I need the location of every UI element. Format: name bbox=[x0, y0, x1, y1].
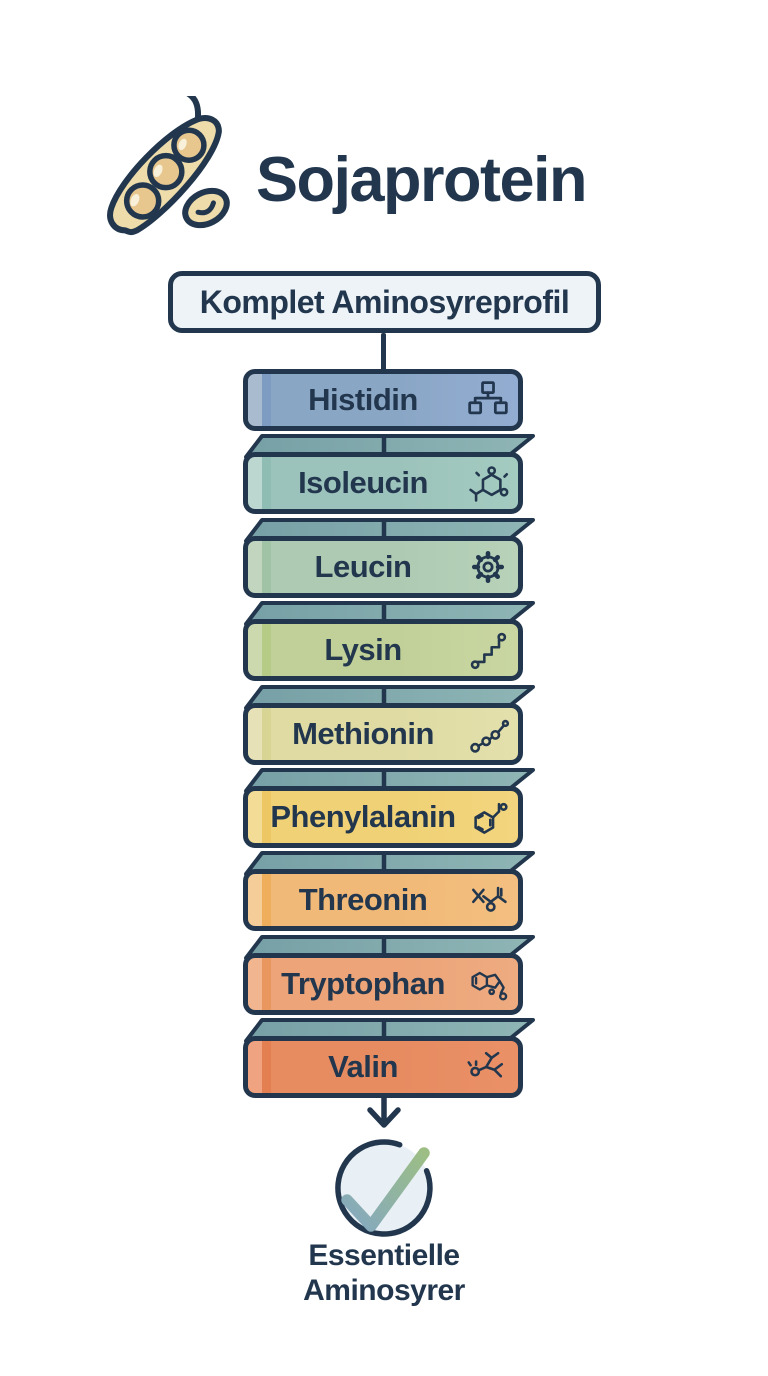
molecule-ring-icon bbox=[469, 466, 509, 502]
amino-box-phenylalanin: Phenylalanin bbox=[243, 786, 523, 848]
valine-molecule-icon bbox=[467, 1051, 504, 1078]
down-arrow-icon bbox=[367, 1095, 401, 1128]
amino-box-threonin: Threonin bbox=[243, 869, 523, 931]
subtitle-box: Komplet Aminosyreprofil bbox=[168, 271, 601, 333]
branched-molecule-icon bbox=[472, 886, 507, 912]
amino-box-isoleucin: Isoleucin bbox=[243, 452, 523, 514]
amino-box-methionin: Methionin bbox=[243, 703, 523, 765]
amino-box-tryptophan: Tryptophan bbox=[243, 953, 523, 1015]
amino-box-lysin: Lysin bbox=[243, 619, 523, 681]
amino-box-valin: Valin bbox=[243, 1036, 523, 1098]
gear-icon bbox=[471, 550, 505, 584]
indole-ring-icon bbox=[471, 971, 508, 1001]
org-chart-icon bbox=[468, 381, 508, 415]
amino-box-histidin: Histidin bbox=[243, 369, 523, 431]
amino-label: Isoleucin bbox=[298, 465, 428, 500]
result-line-2: Aminosyrer bbox=[303, 1274, 465, 1307]
amino-label: Phenylalanin bbox=[270, 799, 456, 834]
amino-box-leucin: Leucin bbox=[243, 536, 523, 598]
soybean-pod-icon bbox=[107, 96, 230, 236]
amino-label: Tryptophan bbox=[281, 966, 445, 1001]
benzene-ring-icon bbox=[474, 802, 508, 834]
page-title: Sojaprotein bbox=[256, 145, 588, 215]
checkmark-circle-icon bbox=[335, 1139, 433, 1237]
amino-label: Valin bbox=[328, 1049, 398, 1084]
molecule-chain-icon bbox=[470, 719, 510, 753]
amino-label: Threonin bbox=[298, 882, 428, 917]
zigzag-chain-icon bbox=[470, 632, 507, 670]
amino-label: Lysin bbox=[324, 632, 402, 667]
result-line-1: Essentielle bbox=[308, 1239, 460, 1272]
amino-label: Leucin bbox=[314, 549, 412, 584]
amino-label: Histidin bbox=[308, 382, 418, 417]
result-caption: Essentielle Aminosyrer bbox=[0, 1238, 768, 1308]
subtitle-label: Komplet Aminosyreprofil bbox=[199, 283, 570, 320]
connector-line bbox=[381, 333, 386, 371]
amino-label: Methionin bbox=[292, 716, 434, 751]
